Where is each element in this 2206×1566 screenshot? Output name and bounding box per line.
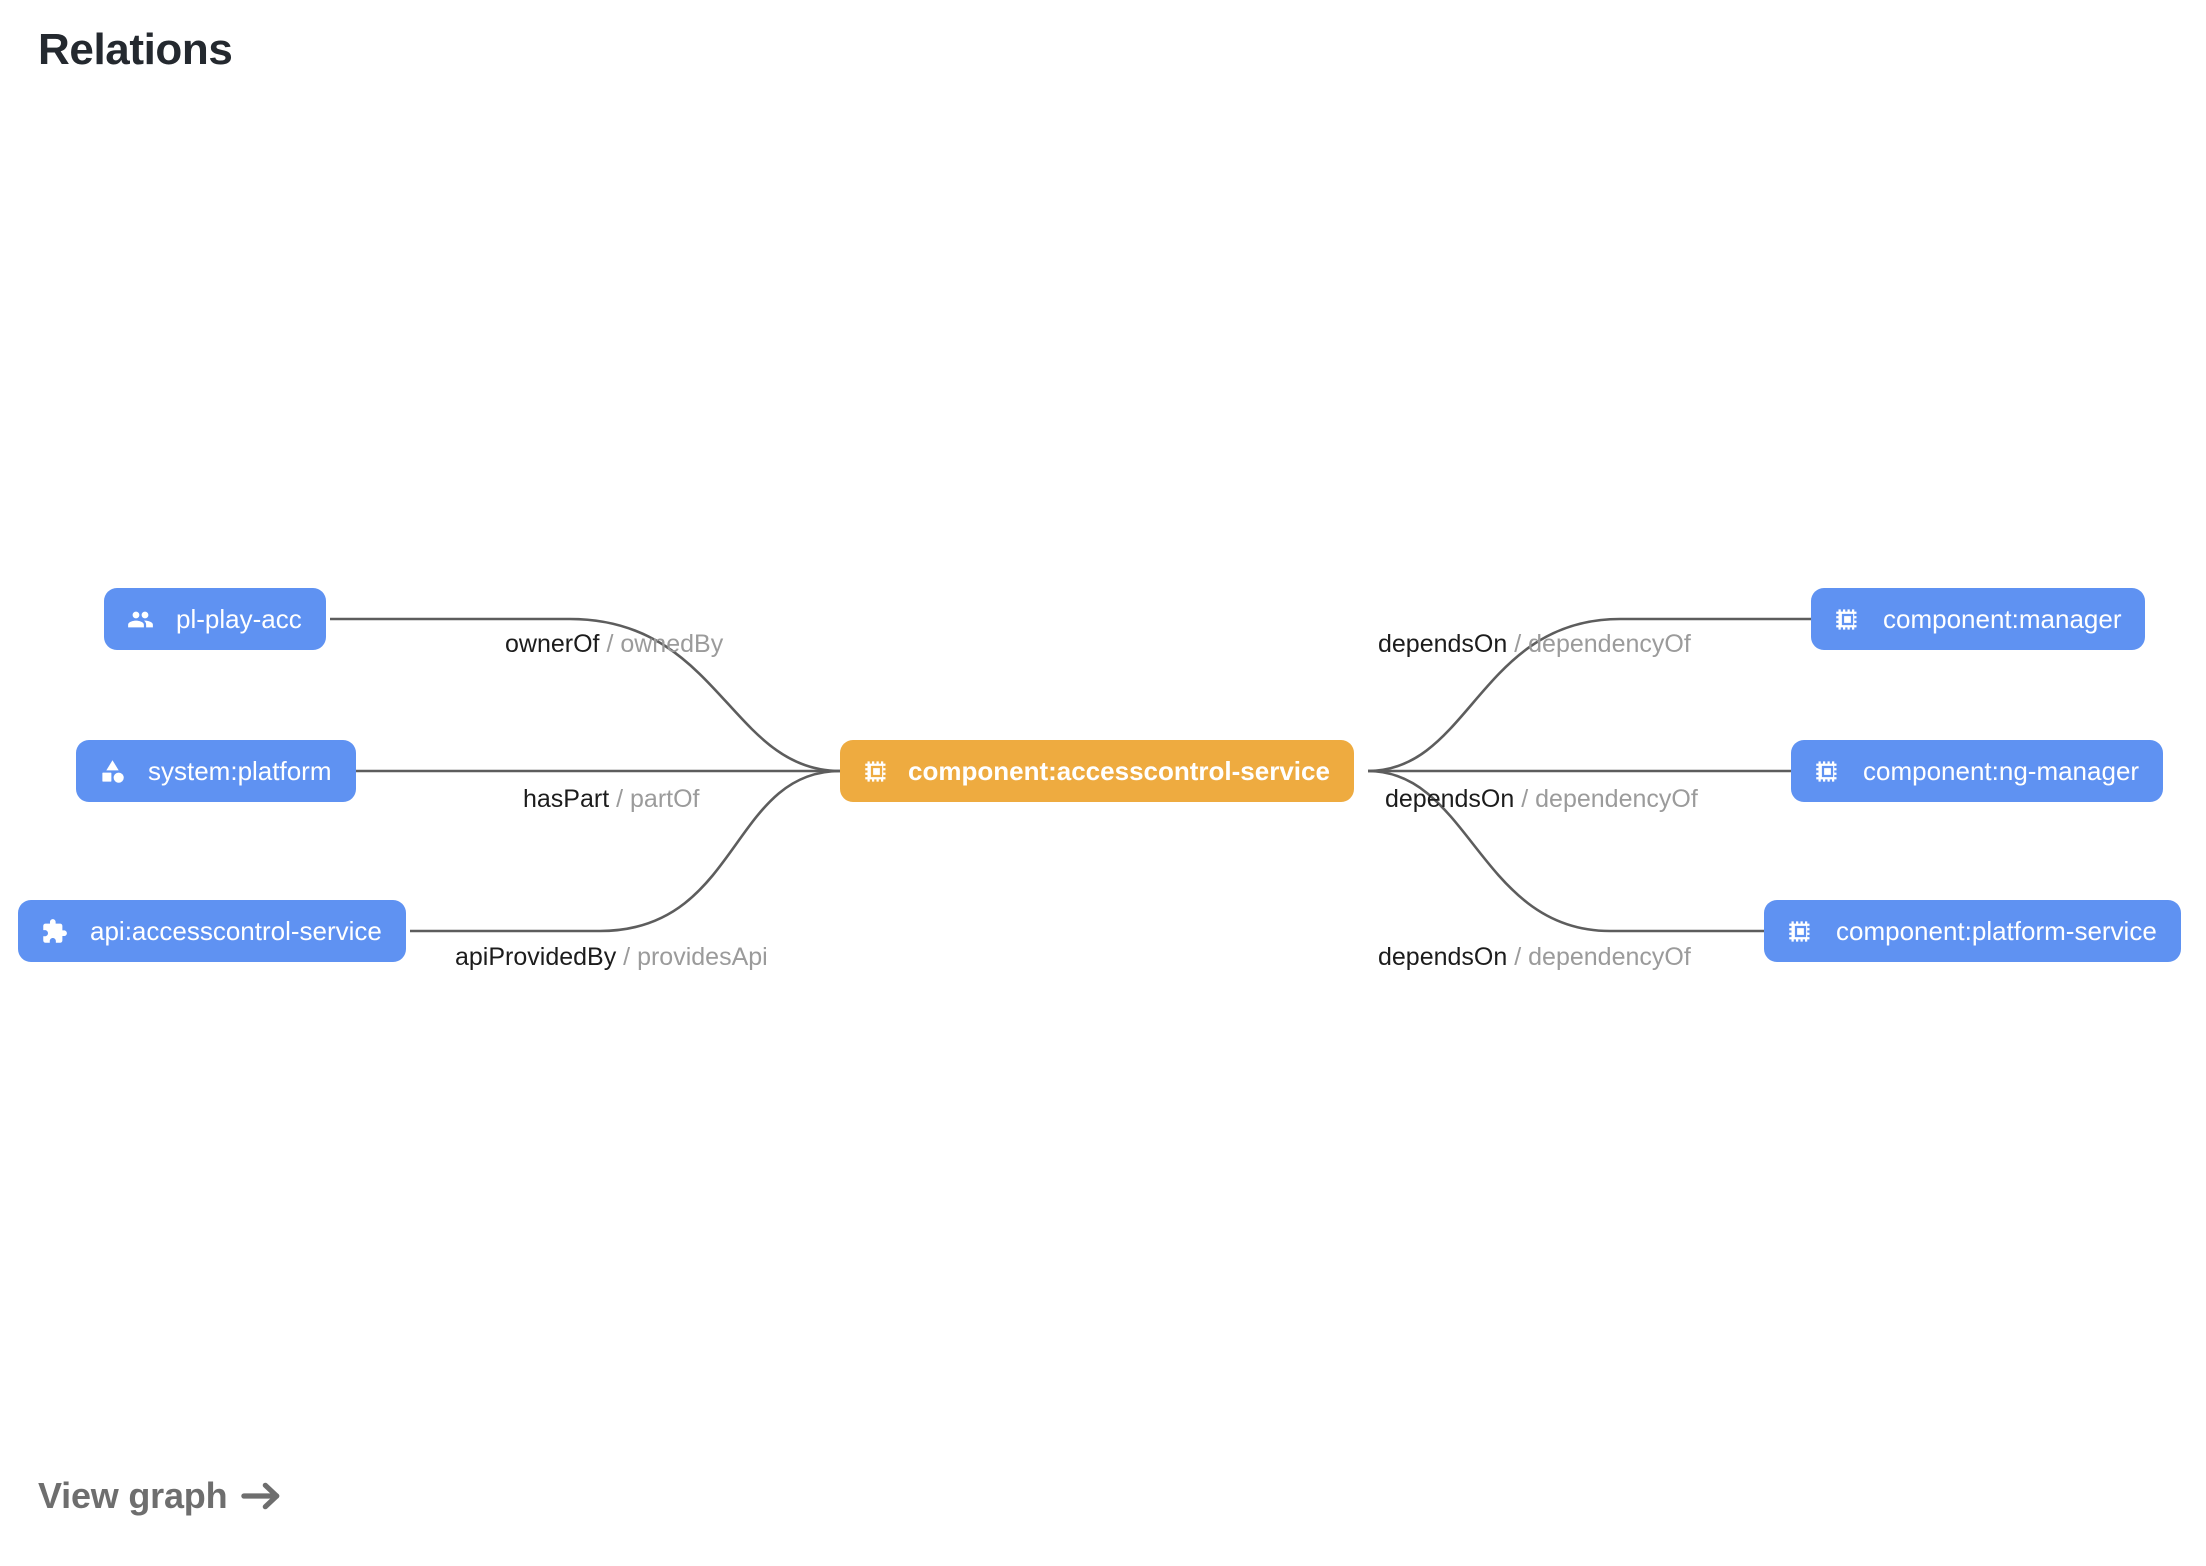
edge-label-haspart: hasPart / partOf [523, 787, 700, 812]
edge-label-forward: ownerOf [505, 630, 600, 658]
edge-label-dependson-ng-manager: dependsOn / dependencyOf [1385, 787, 1698, 812]
graph-node-label: api:accesscontrol-service [90, 916, 382, 946]
graph-node-component-manager[interactable]: component:manager [1811, 588, 2146, 650]
group-people-icon [126, 605, 154, 633]
edge-label-dependson-platform-service: dependsOn / dependencyOf [1378, 945, 1691, 970]
graph-node-api-accesscontrol-service[interactable]: api:accesscontrol-service [18, 900, 406, 962]
edge-label-separator: / [1514, 943, 1522, 971]
edge-label-separator: / [1514, 630, 1522, 658]
edge-label-reverse: partOf [630, 785, 700, 813]
graph-edges-layer [330, 617, 1811, 933]
edge-label-reverse: dependencyOf [1528, 943, 1691, 971]
edge-label-separator: / [1521, 785, 1529, 813]
graph-node-label: component:ng-manager [1863, 756, 2140, 786]
edge-label-apiprovidedby: apiProvidedBy / providesApi [455, 945, 768, 970]
graph-node-label: system:platform [148, 756, 332, 786]
graph-node-label: pl-play-acc [176, 604, 302, 634]
edge-label-dependson-manager: dependsOn / dependencyOf [1378, 632, 1691, 657]
puzzle-extension-icon [40, 917, 68, 945]
graph-node-component-accesscontrol-service[interactable]: component:accesscontrol-service [840, 740, 1354, 802]
relations-graph: pl-play-acc system:platform api:accessco… [18, 588, 2181, 970]
graph-node-pl-play-acc[interactable]: pl-play-acc [104, 588, 326, 650]
edge-label-reverse: dependencyOf [1535, 785, 1698, 813]
edge-label-separator: / [616, 785, 624, 813]
cpu-chip-icon [1786, 917, 1814, 945]
graph-node-label: component:platform-service [1836, 916, 2157, 946]
edge-label-reverse: ownedBy [620, 630, 724, 658]
edge-label-forward: dependsOn [1385, 785, 1515, 813]
cpu-chip-icon [1833, 605, 1861, 633]
cpu-chip-icon [862, 757, 890, 785]
cpu-chip-icon [1813, 757, 1841, 785]
arrow-right-icon [241, 1479, 281, 1513]
edge-label-forward: apiProvidedBy [455, 943, 617, 971]
graph-node-component-ng-manager[interactable]: component:ng-manager [1791, 740, 2164, 802]
page-title: Relations [38, 25, 233, 74]
edge-label-reverse: providesApi [637, 943, 768, 971]
graph-node-label: component:accesscontrol-service [908, 756, 1330, 786]
edge-label-forward: hasPart [523, 785, 610, 813]
edge-label-forward: dependsOn [1378, 630, 1508, 658]
graph-node-system-platform[interactable]: system:platform [76, 740, 356, 802]
view-graph-label: View graph [38, 1475, 228, 1516]
view-graph-link[interactable]: View graph [38, 1475, 281, 1517]
edge-label-ownerof: ownerOf / ownedBy [505, 632, 723, 657]
graph-node-label: component:manager [1883, 604, 2122, 634]
edge-label-reverse: dependencyOf [1528, 630, 1691, 658]
edge-label-separator: / [606, 630, 614, 658]
category-shapes-icon [98, 757, 126, 785]
edge-label-separator: / [623, 943, 631, 971]
graph-node-component-platform-service[interactable]: component:platform-service [1764, 900, 2181, 962]
edge-label-forward: dependsOn [1378, 943, 1508, 971]
